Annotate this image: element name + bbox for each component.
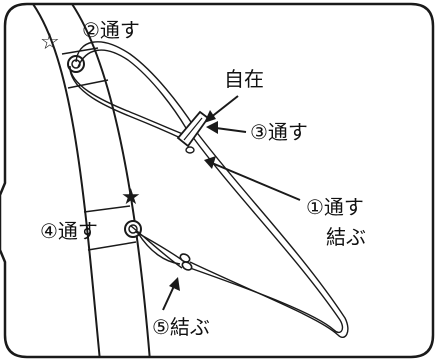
rope	[69, 41, 349, 338]
outline-star-mark: ☆	[40, 30, 60, 55]
band-inner-edge	[71, 4, 151, 357]
label-step1-tie: 結ぶ	[326, 225, 366, 249]
band-segment-line	[67, 79, 109, 89]
label-jizai: 自在	[224, 67, 264, 91]
arrow-step1	[211, 162, 301, 201]
band-segment-line	[83, 205, 131, 213]
band-segment-line	[87, 241, 137, 251]
label-step5: ⑤結ぶ	[152, 315, 210, 339]
label-step1: ①通す	[306, 195, 364, 219]
arrow-step5	[162, 285, 175, 311]
label-step4: ④通す	[40, 219, 98, 243]
arrow-step3	[215, 127, 247, 133]
pointer-arrows	[162, 95, 301, 311]
knot-5	[179, 253, 193, 271]
band-outer-edge	[32, 4, 101, 357]
label-step3: ③通す	[250, 120, 308, 144]
filled-star-mark: ★	[121, 185, 141, 210]
label-step2: ②通す	[82, 18, 140, 42]
arrow-jizai	[209, 95, 239, 119]
